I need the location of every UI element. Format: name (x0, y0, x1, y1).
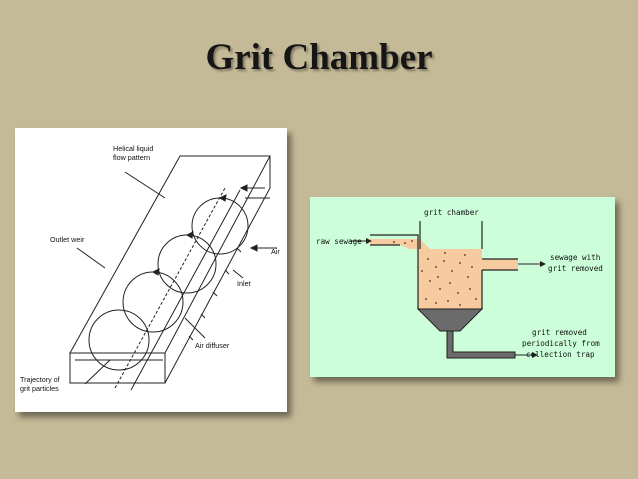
label-inlet: Inlet (237, 279, 251, 288)
label-trajectory-1: Trajectory of (20, 375, 60, 384)
schematic-drawing: grit chamber raw sewage sewage with grit… (316, 208, 603, 359)
outflow-arrow (540, 261, 546, 267)
inflow-arrow (366, 238, 372, 244)
helix-loop-4 (88, 309, 150, 371)
helix-loop-3 (122, 271, 184, 333)
label-trajectory-2: grit particles (20, 384, 59, 393)
aerated-grit-chamber-figure: Helical liquid flow pattern Outlet weir … (15, 128, 287, 412)
label-outlet-weir: Outlet weir (50, 235, 85, 244)
grit-collection-cone (416, 308, 484, 332)
label-sewage-with-2: grit removed (548, 264, 603, 273)
label-grit-removed-2: periodically from (522, 339, 600, 348)
aerated-chamber-drawing: Helical liquid flow pattern Outlet weir … (20, 144, 280, 393)
tank-top-outline (69, 155, 271, 354)
label-helical-2: flow pattern (113, 153, 150, 162)
grit-chamber-schematic: grit chamber raw sewage sewage with grit… (310, 197, 615, 377)
grit-drain-pipe (446, 330, 516, 359)
air-diffuser-ticks (188, 247, 242, 341)
label-sewage-with-1: sewage with (550, 253, 600, 262)
label-air-diffuser: Air diffuser (195, 341, 230, 350)
label-helical-1: Helical liquid (113, 144, 153, 153)
sewage-fill (370, 239, 518, 309)
helix-loop-2 (157, 234, 217, 294)
tank-side-wall (69, 353, 166, 384)
label-grit-removed-3: collection trap (526, 350, 595, 359)
grit-outflow-arrow (532, 352, 538, 358)
slide-title: Grit Chamber (205, 37, 433, 78)
label-air: Air (271, 247, 280, 256)
grit-particles (393, 240, 477, 306)
label-raw-sewage: raw sewage (316, 237, 362, 246)
label-grit-removed-1: grit removed (532, 328, 587, 337)
label-grit-chamber: grit chamber (424, 208, 479, 217)
